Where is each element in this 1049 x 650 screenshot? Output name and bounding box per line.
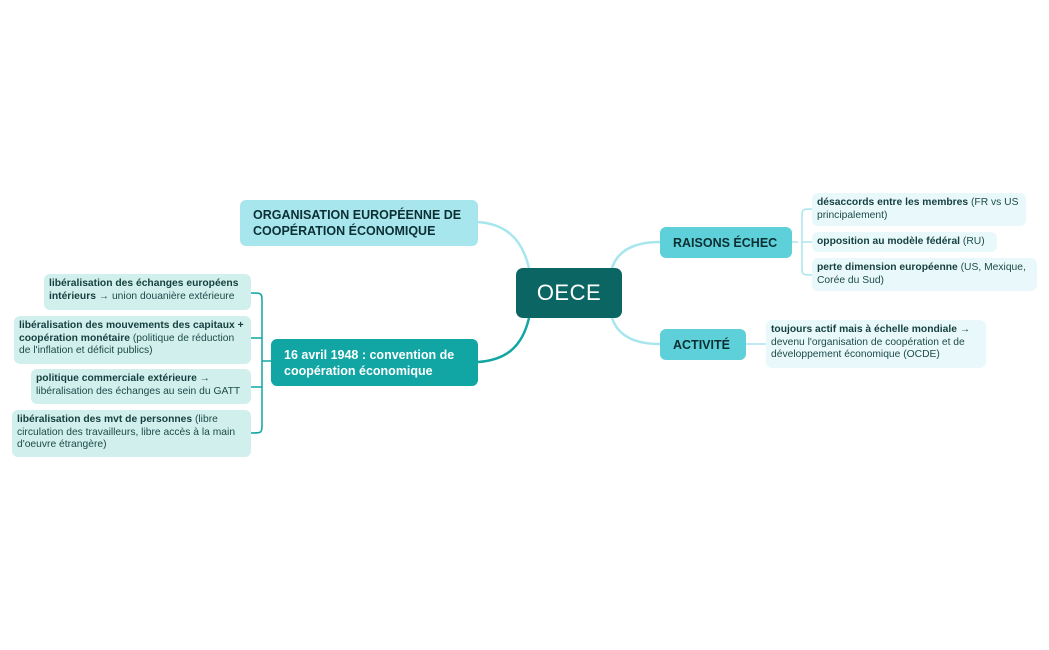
leaf-raisons-1-rest: (FR vs US principalement) <box>817 197 1019 221</box>
leaf-raisons-3-rest: (US, Mexique, Corée du Sud) <box>817 262 1026 286</box>
topic-raisons-label: RAISONS ÉCHEC <box>673 235 778 250</box>
leaf-convention-2-strong: libéralisation des mouvements des capita… <box>19 320 244 344</box>
leaf-convention-3-rest: → libéralisation des échanges au sein du… <box>36 373 241 397</box>
link-central-organisation <box>477 220 531 269</box>
leaf-raisons-2-rest: (RU) <box>960 236 985 247</box>
leaf-convention-4-strong: libéralisation des mvt de personnes <box>17 414 193 425</box>
leaf-convention-3[interactable]: politique commerciale extérieure → libér… <box>31 369 251 404</box>
leaf-activite-1[interactable]: toujours actif mais à échelle mondiale →… <box>766 320 986 368</box>
leaf-raisons-1-strong: désaccords entre les membres <box>817 197 969 208</box>
topic-activite[interactable]: ACTIVITÉ <box>660 329 746 360</box>
leaf-raisons-2[interactable]: opposition au modèle fédéral (RU) <box>812 232 997 252</box>
link-central-activite <box>610 317 661 346</box>
leaf-convention-1-strong: libéralisation des échanges européens in… <box>49 278 239 302</box>
leaf-activite-1-rest: devenu l'organisation de coopération et … <box>771 336 965 361</box>
topic-raisons-echec[interactable]: RAISONS ÉCHEC <box>660 227 792 258</box>
link-central-convention <box>477 317 531 364</box>
topic-organisation[interactable]: ORGANISATION EUROPÉENNE DE COOPÉRATION É… <box>240 200 478 246</box>
leaf-convention-4-rest: (libre circulation des travailleurs, lib… <box>17 414 236 450</box>
leaf-convention-2[interactable]: libéralisation des mouvements des capita… <box>14 316 251 364</box>
topic-activite-label: ACTIVITÉ <box>673 337 730 352</box>
leaf-raisons-2-strong: opposition au modèle fédéral <box>817 236 961 247</box>
link-central-raisons <box>610 240 661 269</box>
leaf-convention-2-rest: (politique de réduction de l'inflation e… <box>19 332 235 357</box>
leaf-raisons-1[interactable]: désaccords entre les membres (FR vs US p… <box>812 193 1026 226</box>
leaf-raisons-3-strong: perte dimension européenne <box>817 262 958 273</box>
link-convention-bracket <box>250 292 271 434</box>
leaf-convention-1-rest: → union douanière extérieure <box>95 290 235 302</box>
central-topic-oece[interactable]: OECE <box>516 268 622 318</box>
leaf-convention-3-strong: politique commerciale extérieure <box>36 373 197 384</box>
central-topic-label: OECE <box>536 280 602 305</box>
leaf-convention-4[interactable]: libéralisation des mvt de personnes (lib… <box>12 410 251 457</box>
link-raisons-bracket <box>792 208 813 276</box>
leaf-raisons-3[interactable]: perte dimension européenne (US, Mexique,… <box>812 258 1037 291</box>
leaf-convention-1[interactable]: libéralisation des échanges européens in… <box>44 274 251 310</box>
topic-organisation-label: ORGANISATION EUROPÉENNE DE COOPÉRATION É… <box>253 208 462 238</box>
topic-convention[interactable]: 16 avril 1948 : convention de coopératio… <box>271 339 478 386</box>
topic-convention-label: 16 avril 1948 : convention de coopératio… <box>284 347 455 378</box>
leaf-activite-1-strong: toujours actif mais à échelle mondiale → <box>771 324 971 335</box>
